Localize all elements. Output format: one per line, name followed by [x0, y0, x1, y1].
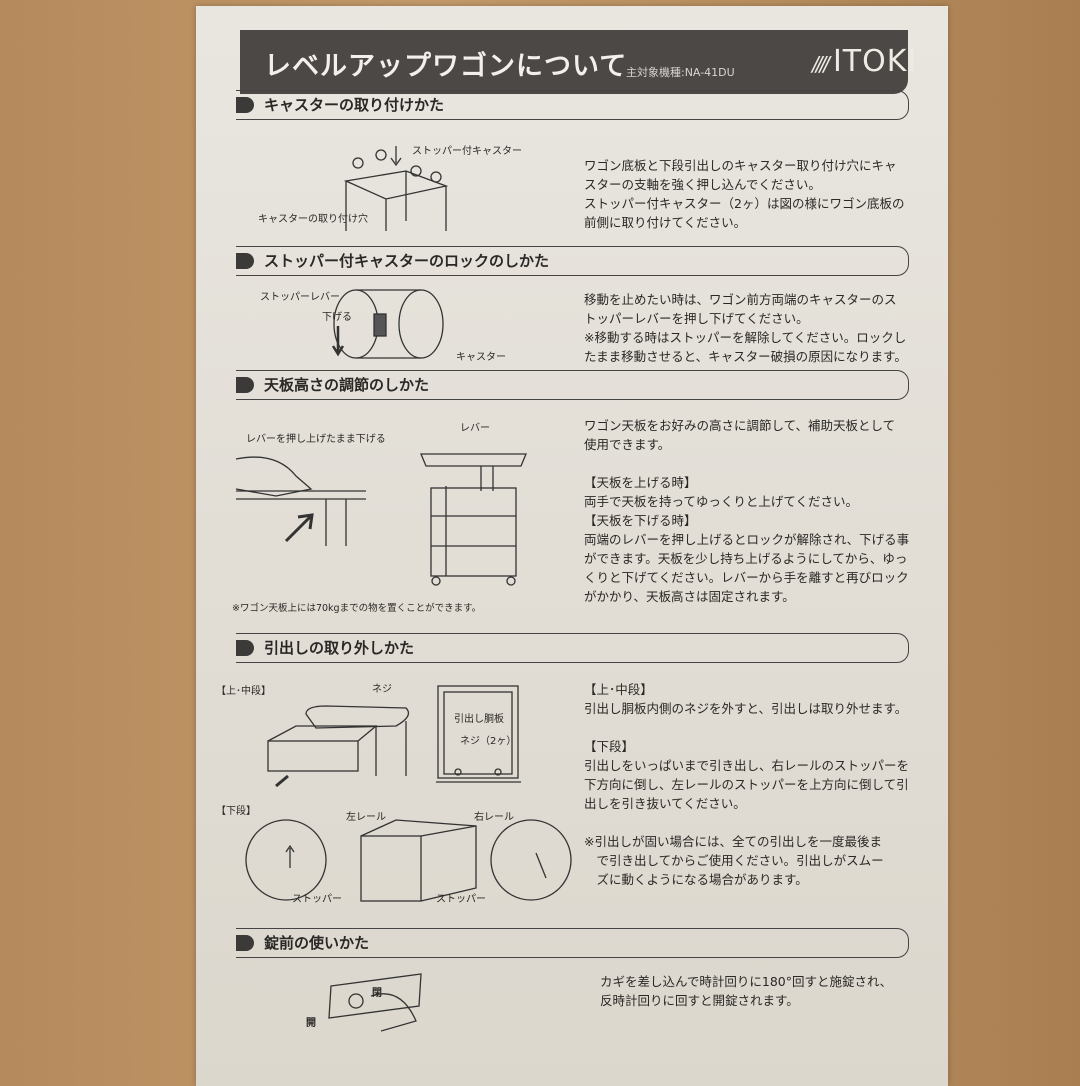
lock-key-diagram	[328, 973, 422, 1032]
upper-drawer-diagram	[267, 705, 410, 788]
lock-usage-text: カギを差し込んで時計回りに180°回すと施錠され、 反時計回りに回すと開錠されま…	[600, 974, 893, 1008]
label-left-rail: 左レール	[346, 812, 386, 823]
section-marker-icon	[236, 377, 254, 393]
label-stopper-lever: ストッパーレバー	[260, 292, 340, 303]
load-limit-note: ※ワゴン天板上には70kgまでの物を置くことができます。	[232, 603, 482, 614]
header-bar: レベルアップワゴンについて 主対象機種:NA-41DU ////ITOKI	[240, 30, 916, 94]
label-drawer-side-panel: 引出し胴板	[454, 714, 504, 725]
brand-logo: ////ITOKI	[812, 44, 917, 79]
section-title: 引出しの取り外しかた	[264, 639, 415, 657]
caster-lock-diagram	[331, 289, 444, 359]
label-lever: レバー	[460, 423, 490, 434]
label-lock: 閉	[372, 988, 382, 999]
caster-lock-text: 移動を止めたい時は、ワゴン前方両端のキャスターのス トッパーレバーを押し下げてく…	[584, 292, 907, 364]
section-title: キャスターの取り付けかた	[264, 96, 445, 114]
section-title: 錠前の使いかた	[264, 934, 370, 952]
section-header-height-adjust: 天板高さの調節のしかた	[236, 370, 909, 400]
label-stopper-right: ストッパー	[436, 894, 486, 905]
label-lower: 下げる	[322, 312, 352, 323]
label-caster-hole: キャスターの取り付け穴	[258, 214, 368, 225]
lever-hand-diagram	[235, 456, 366, 546]
label-upper-middle: 【上･中段】	[216, 686, 271, 697]
drawer-side-diagram	[436, 685, 521, 783]
label-caster: キャスター	[456, 352, 506, 363]
logo-mark-icon: ////	[812, 52, 830, 76]
model-number: 主対象機種:NA-41DU	[626, 66, 735, 79]
height-adjust-text: ワゴン天板をお好みの高さに調節して、補助天板として 使用できます。 【天板を上げ…	[584, 418, 910, 604]
label-stopper-caster: ストッパー付キャスター	[412, 146, 522, 157]
section-marker-icon	[236, 97, 254, 113]
section-title: ストッパー付キャスターのロックのしかた	[264, 252, 550, 270]
bottom-drawer-diagram	[245, 819, 572, 902]
label-screws-two: ネジ（2ヶ）	[460, 736, 517, 747]
section-header-drawer-removal: 引出しの取り外しかた	[236, 633, 909, 663]
section-marker-icon	[236, 640, 254, 656]
label-stopper-left: ストッパー	[292, 894, 342, 905]
label-unlock: 開	[306, 1018, 316, 1029]
caster-install-diagram	[343, 146, 449, 231]
section-title: 天板高さの調節のしかた	[264, 376, 430, 394]
caster-install-text: ワゴン底板と下段引出しのキャスター取り付け穴にキャ スターの支軸を強く押し込んで…	[584, 158, 905, 230]
section-header-caster-lock: ストッパー付キャスターのロックのしかた	[236, 246, 909, 276]
wagon-height-diagram	[420, 453, 527, 586]
section-header-caster-install: キャスターの取り付けかた	[236, 90, 909, 120]
document-title: レベルアップワゴンについて	[264, 51, 628, 82]
label-push-lever: レバーを押し上げたまま下げる	[246, 434, 386, 445]
brand-name: ITOKI	[832, 44, 918, 79]
section-marker-icon	[236, 253, 254, 269]
section-header-lock-usage: 錠前の使いかた	[236, 928, 909, 958]
label-bottom: 【下段】	[216, 806, 256, 817]
instruction-sheet: レベルアップワゴンについて 主対象機種:NA-41DU ////ITOKI キャ…	[196, 6, 948, 1086]
label-right-rail: 右レール	[474, 812, 514, 823]
section-marker-icon	[236, 935, 254, 951]
label-screw: ネジ	[372, 684, 392, 695]
drawer-removal-text: 【上･中段】 引出し胴板内側のネジを外すと、引出しは取り外せます。 【下段】 引…	[584, 682, 910, 887]
